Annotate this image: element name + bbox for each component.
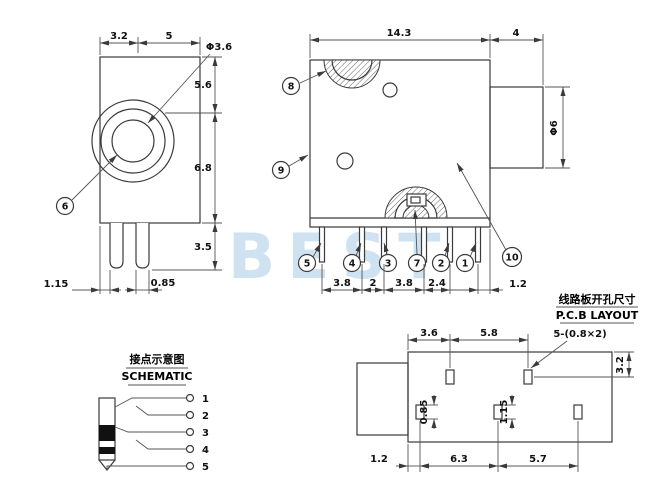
svg-text:7: 7 xyxy=(414,259,421,270)
terminal-label-4: 4 xyxy=(202,445,209,456)
dim-label-pitch3: 3.8 xyxy=(395,278,413,289)
dim-label-pitch2: 2 xyxy=(370,278,377,289)
terminal-label-2: 2 xyxy=(202,411,209,422)
left-view-body xyxy=(99,56,201,224)
jack-symbol xyxy=(98,397,116,471)
balloon-10: 10 xyxy=(456,162,523,268)
terminal-label-3: 3 xyxy=(202,428,209,439)
left-side-view: 3.2 5 Φ3.6 5.6 6.8 3.5 xyxy=(44,31,232,294)
barrel-circle-outer xyxy=(91,99,175,183)
svg-text:9: 9 xyxy=(278,166,285,177)
balloon-8: 8 xyxy=(281,70,327,96)
balloon-5: 5 xyxy=(297,242,322,273)
pcb-dim-1-2: 1.2 xyxy=(370,454,388,465)
pcb-pads xyxy=(415,369,583,420)
dim-label-pitch4: 2.4 xyxy=(428,278,446,289)
dim-label-3-5: 3.5 xyxy=(194,242,212,253)
watermark-text: BEST xyxy=(228,220,453,293)
pcb-dim-1-15: 1.15 xyxy=(499,400,510,425)
schematic: 接点示意图 SCHEMATIC 1 2 3 4 5 xyxy=(98,352,209,473)
barrel-circle-hole xyxy=(111,119,155,163)
dim-label-phi6: Φ6 xyxy=(549,120,560,136)
balloon-2: 2 xyxy=(431,242,451,273)
hatched-bushing-top xyxy=(323,59,381,89)
pcb-dim-3-6: 3.6 xyxy=(420,328,438,339)
rivet-hole-top xyxy=(382,82,398,98)
pcb-dim-3-2: 3.2 xyxy=(615,356,626,374)
dim-label-1-15: 1.15 xyxy=(44,279,69,290)
dim-top-front xyxy=(309,34,544,85)
pcb-dim-5-8: 5.8 xyxy=(480,328,498,339)
pcb-dim-bottom xyxy=(396,421,579,472)
dim-label-pitch1: 3.8 xyxy=(333,278,351,289)
pcb-title-en: P.C.B LAYOUT xyxy=(556,309,639,322)
hole-dia-callout: Φ3.6 xyxy=(147,42,232,124)
balloon-7: 7 xyxy=(407,209,427,273)
front-view: 14.3 4 Φ6 8 9 10 5 xyxy=(271,28,570,294)
dim-label-4: 4 xyxy=(513,28,520,39)
schematic-title-en: SCHEMATIC xyxy=(122,370,193,383)
contact-wires xyxy=(106,397,186,470)
pcb-dim-pad-left xyxy=(426,395,438,429)
rivet-hole-left xyxy=(336,152,354,170)
balloon-9: 9 xyxy=(271,154,309,180)
dim-label-edge: 1.2 xyxy=(509,279,527,290)
terminal-label-1: 1 xyxy=(202,394,209,405)
balloon-1: 1 xyxy=(455,242,477,273)
terminal-circles xyxy=(185,393,195,471)
svg-text:10: 10 xyxy=(505,253,519,264)
svg-text:2: 2 xyxy=(438,259,445,270)
svg-text:3: 3 xyxy=(385,259,392,270)
pcb-dim-5-7: 5.7 xyxy=(529,454,547,465)
pcb-dim-top xyxy=(407,334,568,369)
pcb-dim-0-85: 0.85 xyxy=(419,400,430,425)
dim-label-14-3: 14.3 xyxy=(387,28,412,39)
solder-pin-left xyxy=(109,223,124,269)
dim-right-heights xyxy=(152,56,222,271)
svg-text:1: 1 xyxy=(462,259,469,270)
dim-label-6-8: 6.8 xyxy=(194,163,212,174)
svg-text:4: 4 xyxy=(349,259,356,270)
dim-label-5: 5 xyxy=(166,31,173,42)
pcb-outline-main xyxy=(407,351,613,443)
balloon-6: 6 xyxy=(55,154,118,216)
pcb-title-cn: 线路板开孔尺寸 xyxy=(559,292,636,306)
contact-window-inner xyxy=(410,196,421,204)
pcb-dim-right xyxy=(534,351,634,378)
pcb-dim-6-3: 6.3 xyxy=(450,454,468,465)
bushing-inner-arc xyxy=(331,59,373,81)
barrel-circle-mid xyxy=(100,108,166,174)
contact-window xyxy=(406,193,427,207)
pcb-slot-note: 5-(0.8×2) xyxy=(553,329,606,340)
svg-text:5: 5 xyxy=(304,259,311,270)
svg-text:8: 8 xyxy=(288,82,295,93)
dim-label-5-6: 5.6 xyxy=(194,80,212,91)
pcb-outline-left-block xyxy=(356,362,409,436)
dim-label-hole-dia: Φ3.6 xyxy=(206,42,232,53)
dim-label-3-2: 3.2 xyxy=(110,31,128,42)
balloon-4: 4 xyxy=(342,242,362,273)
barrel-side xyxy=(489,86,544,169)
dim-pin-pitch xyxy=(321,229,503,294)
dim-bottom-pins xyxy=(72,226,162,294)
dim-top-width xyxy=(99,37,201,55)
balloon-circle xyxy=(55,196,75,216)
dim-barrel-dia xyxy=(545,86,570,169)
balloon-label: 6 xyxy=(62,202,69,213)
pcb-layout: 线路板开孔尺寸 P.C.B LAYOUT 3.6 5.8 5-(0.8×2) xyxy=(356,292,639,472)
dim-label-0-85: 0.85 xyxy=(151,278,176,289)
solder-pin-right xyxy=(135,223,150,269)
schematic-title-cn: 接点示意图 xyxy=(130,352,185,366)
terminal-label-5: 5 xyxy=(202,462,209,473)
pcb-dim-pad-mid xyxy=(504,395,516,429)
